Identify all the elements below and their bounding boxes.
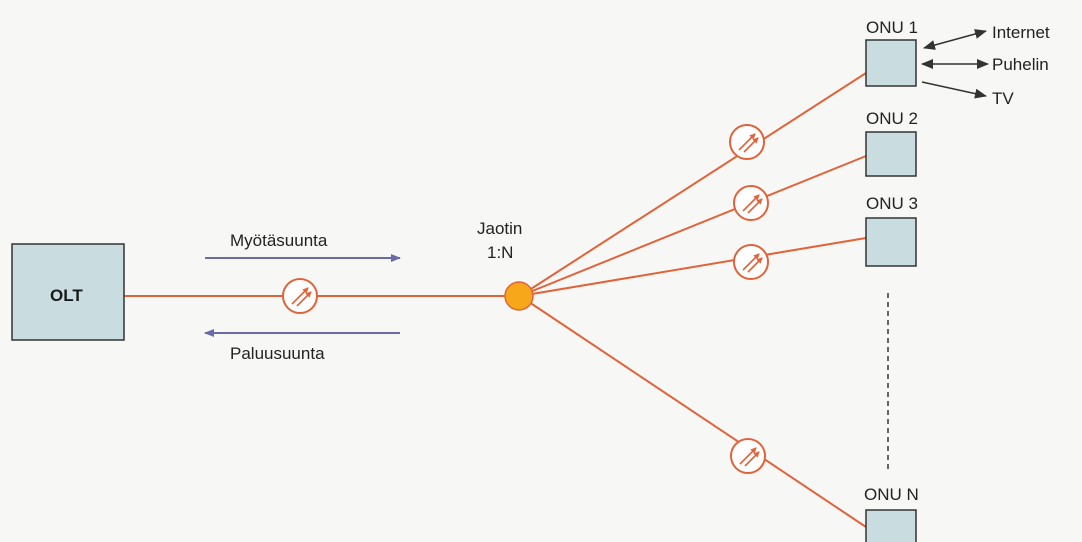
tv-arrow [921,81,987,99]
onu-1-box [865,39,917,87]
splitter-label-line2: 1:N [487,243,513,262]
fiber-connector-icon [733,244,769,280]
onu-n-label: ONU N [864,485,919,504]
upstream-label: Paluusuunta [230,344,325,363]
fiber-onu-2 [519,155,867,297]
onu-3-label: ONU 3 [866,194,918,213]
fiber-onu-3 [519,237,867,297]
olt-label: OLT [50,286,83,305]
splitter-node [504,281,534,311]
downstream-label: Myötäsuunta [230,231,328,250]
onu-3-box [865,217,917,267]
fiber-onu-n [519,295,867,528]
service-tv: TV [992,89,1014,108]
service-puhelin: Puhelin [992,55,1049,74]
onu-2-box [865,131,917,177]
fiber-connector-icon [730,438,766,474]
olt-box [11,243,125,341]
splitter-label-line1: Jaotin [477,219,522,238]
fiber-connector-icon [729,124,765,160]
fiber-connector-icon [733,185,769,221]
onu-2-label: ONU 2 [866,109,918,128]
internet-arrow [923,29,987,50]
fiber-onu-1 [519,72,867,297]
fiber-lines [124,72,867,528]
onu-1-label: ONU 1 [866,18,918,37]
service-internet: Internet [992,23,1050,42]
fiber-connector-icon [282,278,318,314]
onu-n-box [865,509,917,542]
